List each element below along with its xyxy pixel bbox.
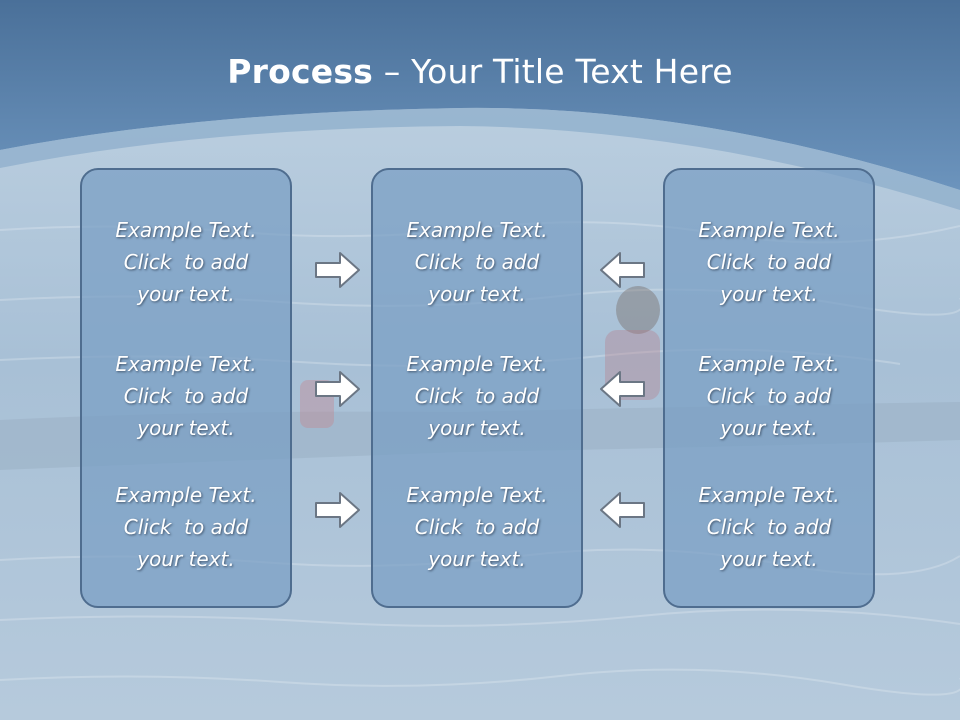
text-line: Example Text. (115, 352, 257, 376)
text-line: Example Text. (115, 218, 257, 242)
text-line: your text. (137, 547, 235, 571)
text-placeholder[interactable]: Example Text. Click to add your text. (373, 348, 581, 444)
text-line: your text. (720, 282, 818, 306)
right-arrow-icon[interactable] (314, 490, 362, 530)
right-arrow-icon[interactable] (314, 369, 362, 409)
text-line: Example Text. (698, 352, 840, 376)
text-placeholder[interactable]: Example Text. Click to add your text. (665, 348, 873, 444)
process-box-left[interactable]: Example Text. Click to add your text. Ex… (80, 168, 292, 608)
text-line: Example Text. (698, 218, 840, 242)
text-line: Example Text. (406, 352, 548, 376)
process-box-right[interactable]: Example Text. Click to add your text. Ex… (663, 168, 875, 608)
slide-title[interactable]: Process – Your Title Text Here (0, 52, 960, 91)
title-rest-text: – Your Title Text Here (373, 52, 733, 91)
text-line: Click to add (414, 250, 540, 274)
left-arrow-icon[interactable] (598, 250, 646, 290)
text-line: Click to add (123, 515, 249, 539)
text-line: Click to add (706, 384, 832, 408)
text-line: Click to add (414, 384, 540, 408)
text-line: Click to add (706, 250, 832, 274)
process-box-middle[interactable]: Example Text. Click to add your text. Ex… (371, 168, 583, 608)
text-placeholder[interactable]: Example Text. Click to add your text. (665, 479, 873, 575)
text-line: Example Text. (406, 218, 548, 242)
text-placeholder[interactable]: Example Text. Click to add your text. (373, 479, 581, 575)
text-line: your text. (428, 547, 526, 571)
title-bold-text: Process (227, 52, 374, 91)
text-line: your text. (428, 282, 526, 306)
text-placeholder[interactable]: Example Text. Click to add your text. (665, 214, 873, 310)
text-placeholder[interactable]: Example Text. Click to add your text. (373, 214, 581, 310)
left-arrow-icon[interactable] (598, 490, 646, 530)
text-line: your text. (137, 282, 235, 306)
text-line: your text. (137, 416, 235, 440)
text-line: Click to add (123, 384, 249, 408)
text-line: your text. (720, 416, 818, 440)
text-line: Example Text. (115, 483, 257, 507)
text-line: Click to add (123, 250, 249, 274)
text-line: Example Text. (406, 483, 548, 507)
text-placeholder[interactable]: Example Text. Click to add your text. (82, 348, 290, 444)
right-arrow-icon[interactable] (314, 250, 362, 290)
text-placeholder[interactable]: Example Text. Click to add your text. (82, 479, 290, 575)
text-line: your text. (720, 547, 818, 571)
left-arrow-icon[interactable] (598, 369, 646, 409)
text-line: Example Text. (698, 483, 840, 507)
text-placeholder[interactable]: Example Text. Click to add your text. (82, 214, 290, 310)
text-line: Click to add (414, 515, 540, 539)
text-line: your text. (428, 416, 526, 440)
text-line: Click to add (706, 515, 832, 539)
